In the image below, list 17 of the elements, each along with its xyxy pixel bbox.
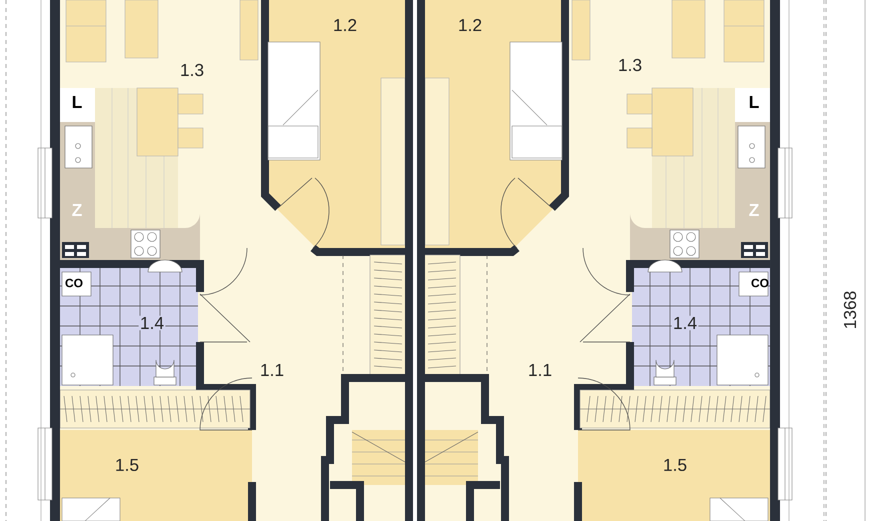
dimension-label: 1368	[844, 291, 856, 328]
room-number: 1.1	[529, 364, 552, 376]
room-number: 1.2	[459, 18, 482, 32]
room-number: 1.4	[138, 316, 166, 330]
appliance-label: Z	[749, 204, 759, 216]
appliance-label: CO	[66, 278, 82, 288]
room-number: 1.3	[181, 64, 204, 76]
room-number: 1.3	[619, 58, 642, 72]
room-number: 1.2	[334, 18, 356, 32]
appliance-label: L	[72, 96, 82, 108]
room-number: 1.1	[261, 364, 284, 376]
room-number: 1.4	[672, 316, 698, 330]
appliance-label: CO	[752, 278, 768, 288]
room-number: 1.5	[116, 458, 138, 472]
room-number: 1.5	[664, 458, 686, 472]
appliance-label: L	[750, 96, 759, 108]
appliance-label: Z	[72, 204, 82, 216]
